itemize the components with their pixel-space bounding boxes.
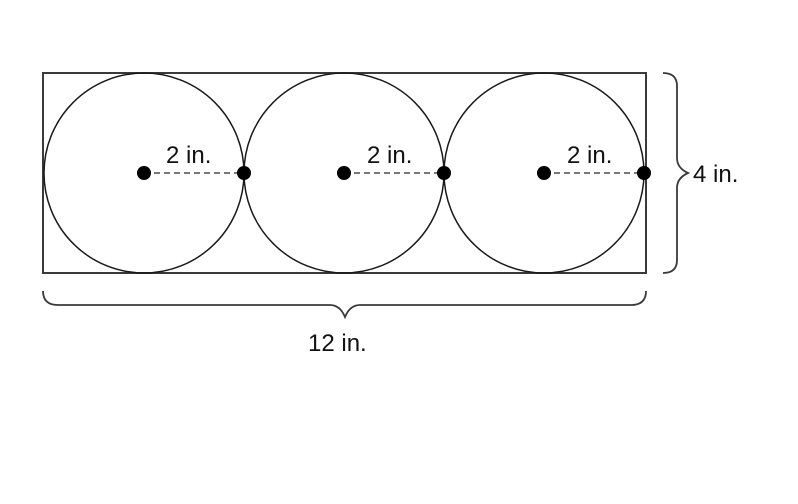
center-dot-3 <box>537 166 551 180</box>
edge-dot-3 <box>637 166 651 180</box>
center-dot-1 <box>137 166 151 180</box>
radius-label-3: 2 in. <box>567 142 612 169</box>
radius-label-2: 2 in. <box>367 142 412 169</box>
edge-dot-1 <box>237 166 251 180</box>
height-label: 4 in. <box>693 161 738 188</box>
radius-label-1: 2 in. <box>166 142 211 169</box>
center-dot-2 <box>337 166 351 180</box>
width-label: 12 in. <box>308 330 367 357</box>
width-brace <box>42 290 647 320</box>
edge-dot-2 <box>437 166 451 180</box>
height-brace <box>662 72 691 274</box>
